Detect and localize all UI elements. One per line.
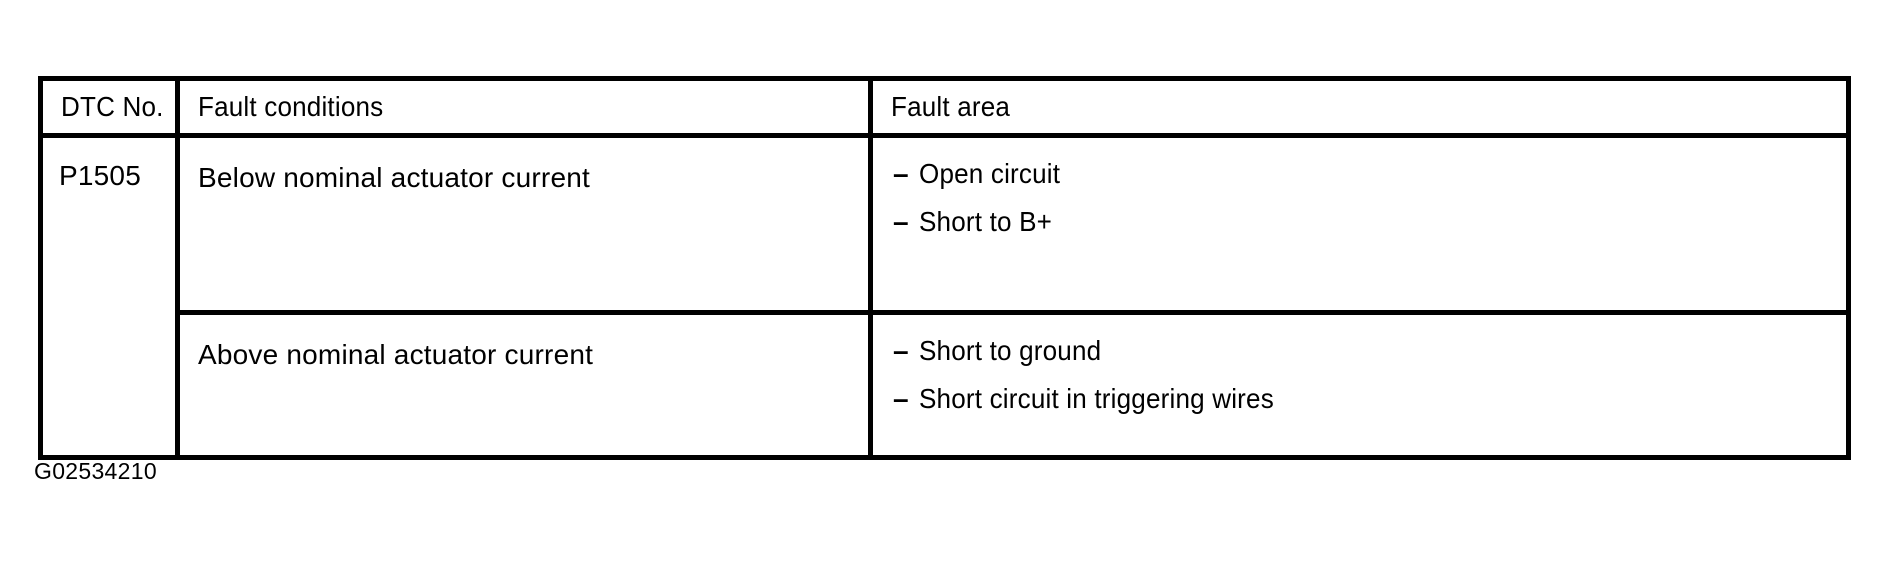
- dash-bullet-icon: –: [893, 335, 909, 366]
- list-item: – Short circuit in triggering wires: [893, 385, 1846, 413]
- cell-fault-condition: Below nominal actuator current: [177, 135, 873, 315]
- fault-area-text: Short to ground: [918, 335, 1101, 366]
- list-item: – Short to B+: [893, 208, 1846, 236]
- cell-fault-condition: Above nominal actuator current: [177, 312, 873, 458]
- fault-condition-text: Above nominal actuator current: [198, 339, 594, 370]
- fault-area-text: Short circuit in triggering wires: [918, 383, 1274, 414]
- header-label-dtc-no: DTC No.: [61, 91, 164, 122]
- fault-area-list: – Short to ground – Short circuit in tri…: [893, 337, 1846, 413]
- header-label-fault-area: Fault area: [891, 91, 1011, 122]
- header-cell-fault-area: Fault area: [870, 78, 1849, 138]
- fault-area-text: Open circuit: [918, 158, 1060, 189]
- table-row: Above nominal actuator current – Short t…: [41, 312, 1849, 458]
- cell-fault-area: – Short to ground – Short circuit in tri…: [870, 312, 1849, 458]
- dtc-table-container: DTC No. Fault conditions Fault area: [38, 76, 1851, 460]
- header-label-fault-conditions: Fault conditions: [198, 91, 384, 122]
- dash-bullet-icon: –: [893, 158, 909, 189]
- header-cell-dtc-no: DTC No.: [40, 78, 180, 138]
- dash-bullet-icon: –: [893, 383, 909, 414]
- cell-fault-area: – Open circuit – Short to B+: [870, 135, 1849, 315]
- table-header-row: DTC No. Fault conditions Fault area: [40, 78, 1849, 138]
- figure-caption: G02534210: [34, 458, 157, 484]
- table-row: P1505 Below nominal actuator current –: [40, 135, 1849, 458]
- fault-condition-text: Below nominal actuator current: [198, 162, 590, 193]
- fault-area-text: Short to B+: [918, 206, 1052, 237]
- dash-bullet-icon: –: [893, 206, 909, 237]
- list-item: – Open circuit: [893, 160, 1846, 188]
- fault-area-list: – Open circuit – Short to B+: [893, 160, 1846, 236]
- header-cell-fault-conditions: Fault conditions: [177, 78, 873, 138]
- dtc-fault-table: DTC No. Fault conditions Fault area: [38, 76, 1851, 460]
- list-item: – Short to ground: [893, 337, 1846, 365]
- dtc-code-value: P1505: [59, 160, 141, 191]
- cell-dtc-code: P1505: [40, 135, 180, 458]
